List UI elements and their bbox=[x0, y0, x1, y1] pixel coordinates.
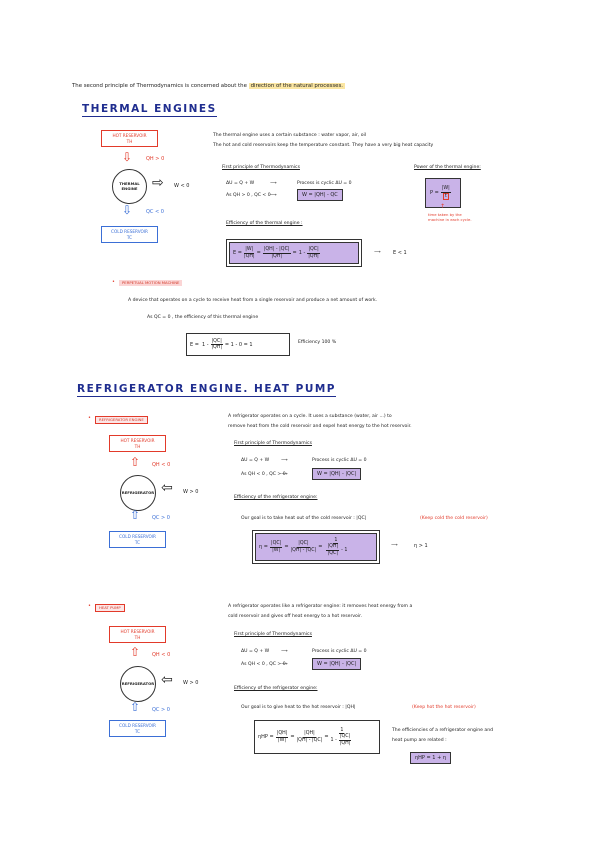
pump-fl1-right: Process is cyclic ΔU = 0 bbox=[312, 649, 367, 654]
refrig-desc-2: remove heat from the cold reservoir and … bbox=[228, 424, 412, 429]
pump-relation-2: heat pump are related : bbox=[392, 738, 447, 743]
intro-highlight: direction of the natural processes. bbox=[248, 83, 345, 89]
pump-relation-formula: ηHP = 1 + η bbox=[410, 752, 452, 764]
perpetual-efficiency-formula: E = 1 - |QC||QH| = 1 - 0 = 1 bbox=[186, 333, 290, 356]
refrig-desc-1: A refrigerator operates on a cycle. It u… bbox=[228, 414, 392, 419]
perpetual-text-2: As QC = 0 , the efficiency of this therm… bbox=[147, 315, 259, 320]
refrig-first-law-title: First principle of Thermodynamics bbox=[234, 441, 312, 446]
refrig-efficiency-formula: η = |QC||W| = |QC||QH| - |QC| = 1 |QH||Q… bbox=[252, 530, 380, 564]
hot-reservoir-box: HOT RESERVOIR TH bbox=[101, 130, 158, 147]
heat-pump-circle: REFRIGERATOR bbox=[120, 666, 156, 702]
power-note-arrow-icon: ↑ bbox=[440, 203, 446, 210]
thermal-desc-2: The hot and cold reservoirs keep the tem… bbox=[213, 143, 434, 148]
thermal-fl1-arrow: ⟶ bbox=[270, 181, 277, 186]
pump-goal-note: (Keep hot the hot reservoir) bbox=[412, 705, 476, 710]
refrig-goal-note: (Keep cold the cold reservoir) bbox=[420, 516, 488, 521]
qh-arrow-icon: ⇩ bbox=[122, 150, 133, 164]
pump-relation-1: The efficiencies of a refrigerator engin… bbox=[392, 728, 494, 733]
bullet-icon: • bbox=[112, 279, 115, 285]
refrigerator-title: REFRIGERATOR ENGINE. HEAT PUMP bbox=[77, 383, 336, 397]
perpetual-efficiency-note: Efficiency 100 % bbox=[298, 340, 337, 345]
pump-first-law-title: First principle of Thermodynamics bbox=[234, 632, 312, 637]
hot-reservoir-label: HOT RESERVOIR bbox=[112, 133, 147, 138]
refrig-work-arrow-icon: ⇦ bbox=[161, 480, 173, 496]
thermal-fl1-left: ΔU = Q + W bbox=[226, 181, 255, 186]
pump-qh-label: QH < 0 bbox=[152, 652, 171, 658]
pump-fl1-arrow: ⟶ bbox=[281, 649, 288, 654]
refrig-qc-label: QC > 0 bbox=[152, 515, 170, 521]
intro-prefix: The second principle of Thermodynamics i… bbox=[72, 83, 247, 89]
cold-reservoir-box: COLD RESERVOIR TC bbox=[101, 226, 158, 243]
refrig-qh-label: QH < 0 bbox=[152, 462, 171, 468]
pump-goal: Our goal is to give heat to the hot rese… bbox=[241, 705, 356, 710]
refrigerator-circle: REFRIGERATOR bbox=[120, 475, 156, 511]
pump-fl2-arrow: ⟶ bbox=[281, 662, 288, 667]
thermal-fl2-left: As QH > 0 , QC < 0 bbox=[226, 193, 271, 198]
refrig-w-label: W > 0 bbox=[183, 489, 199, 495]
qc-arrow-icon: ⇩ bbox=[122, 203, 133, 217]
refrig-eff-result: η > 1 bbox=[414, 543, 428, 549]
pump-qc-arrow-icon: ⇧ bbox=[130, 700, 141, 714]
pump-efficiency-formula: ηHP = |QH||W| = |QH||QH| - |QC| = 1 1 - … bbox=[254, 720, 380, 754]
pump-qc-label: QC > 0 bbox=[152, 707, 170, 713]
pump-w-label: W > 0 bbox=[183, 680, 199, 686]
refrig-qc-arrow-icon: ⇧ bbox=[130, 508, 141, 522]
pump-work-arrow-icon: ⇦ bbox=[161, 672, 173, 688]
thermal-desc-1: The thermal engine uses a certain substa… bbox=[213, 133, 367, 138]
perpetual-text: A device that operates on a cycle to rec… bbox=[128, 298, 378, 303]
work-arrow-icon: ⇨ bbox=[152, 175, 164, 191]
power-formula: P = |W|t bbox=[425, 178, 461, 208]
thermal-w-label: W < 0 bbox=[174, 183, 190, 189]
thermal-qc-label: QC < 0 bbox=[146, 209, 164, 215]
thermal-fl1-right: Process is cyclic ΔU = 0 bbox=[297, 181, 352, 186]
pump-desc-2: cold reservoir and gives off heat energy… bbox=[228, 614, 363, 619]
hot-reservoir-temp: TH bbox=[126, 138, 133, 144]
refrig-goal: Our goal is to take heat out of the cold… bbox=[241, 516, 367, 521]
pump-fl1-left: ΔU = Q + W bbox=[241, 649, 270, 654]
refrig-qh-arrow-icon: ⇧ bbox=[130, 455, 141, 469]
thermal-efficiency-title: Efficiency of the thermal engine : bbox=[226, 221, 303, 226]
refrig-fl2-left: As QH < 0 , QC > 0 bbox=[241, 472, 286, 477]
refrig-fl2-arrow: ⟶ bbox=[281, 472, 288, 477]
refrigerator-engine-tag: REFRIGERATOR ENGINE bbox=[95, 416, 148, 424]
perpetual-motion-tag: PERPETUAL MOTION MACHINE bbox=[119, 280, 183, 286]
intro-text: The second principle of Thermodynamics i… bbox=[72, 83, 345, 89]
thermal-eff-result: E < 1 bbox=[393, 250, 407, 256]
thermal-eff-arrow: ⟶ bbox=[374, 250, 381, 255]
refrig-eff-arrow: ⟶ bbox=[391, 543, 398, 548]
power-title: Power of the thermal engine: bbox=[414, 165, 481, 170]
bullet-icon: • bbox=[88, 415, 91, 421]
refrig-fl1-arrow: ⟶ bbox=[281, 458, 288, 463]
refrig-work-formula: W = |QH| - |QC| bbox=[312, 468, 362, 480]
thermal-fl2-arrow: ⟶ bbox=[270, 193, 277, 198]
thermal-first-law-title: First principle of Thermodynamics bbox=[222, 165, 300, 170]
thermal-efficiency-formula: E = |W||QH| = |QH| - |QC||QH| = 1 - |QC|… bbox=[226, 239, 362, 267]
thermal-qh-label: QH > 0 bbox=[146, 156, 165, 162]
pump-fl2-left: As QH < 0 , QC > 0 bbox=[241, 662, 286, 667]
pump-work-formula: W = |QH| - |QC| bbox=[312, 658, 362, 670]
pump-efficiency-title: Efficiency of the refrigerator engine: bbox=[234, 686, 318, 691]
refrig-fl1-right: Process is cyclic ΔU = 0 bbox=[312, 458, 367, 463]
pump-qh-arrow-icon: ⇧ bbox=[130, 645, 141, 659]
heat-pump-tag: HEAT PUMP bbox=[95, 604, 125, 612]
refrig-fl1-left: ΔU = Q + W bbox=[241, 458, 270, 463]
thermal-work-formula: W = |QH| - QC bbox=[297, 189, 343, 201]
bullet-icon: • bbox=[88, 603, 91, 609]
pump-desc-1: A refrigerator operates like a refrigera… bbox=[228, 604, 413, 609]
refrig-efficiency-title: Efficiency of the refrigerator engine: bbox=[234, 495, 318, 500]
thermal-engines-title: THERMAL ENGINES bbox=[82, 103, 217, 117]
